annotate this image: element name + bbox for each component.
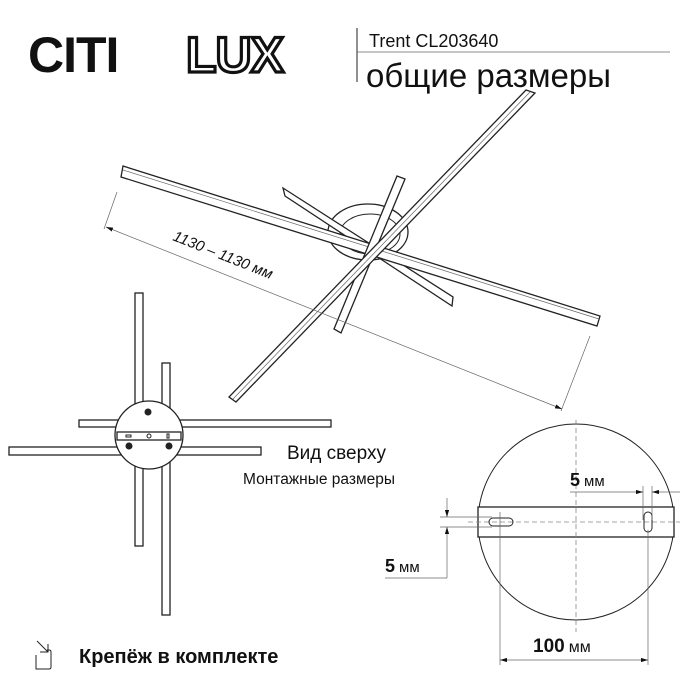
page-subtitle: общие размеры bbox=[366, 57, 611, 94]
logo-outline: LUX bbox=[186, 27, 284, 83]
brand-logo: CITI LUX bbox=[28, 25, 286, 84]
top-view-title: Вид сверху bbox=[287, 443, 386, 464]
model-name: Trent CL203640 bbox=[369, 31, 498, 51]
arrow-into-box-icon bbox=[35, 640, 52, 670]
lamp-top-view bbox=[8, 292, 332, 616]
slot-horizontal bbox=[488, 517, 514, 527]
fasteners-included-label: Крепёж в комплекте bbox=[79, 646, 278, 668]
logo-solid: CITI bbox=[28, 27, 118, 83]
top-view-subtitle: Монтажные размеры bbox=[243, 471, 395, 488]
overall-dimension-label: 1130 – 1130 мм bbox=[171, 228, 276, 283]
